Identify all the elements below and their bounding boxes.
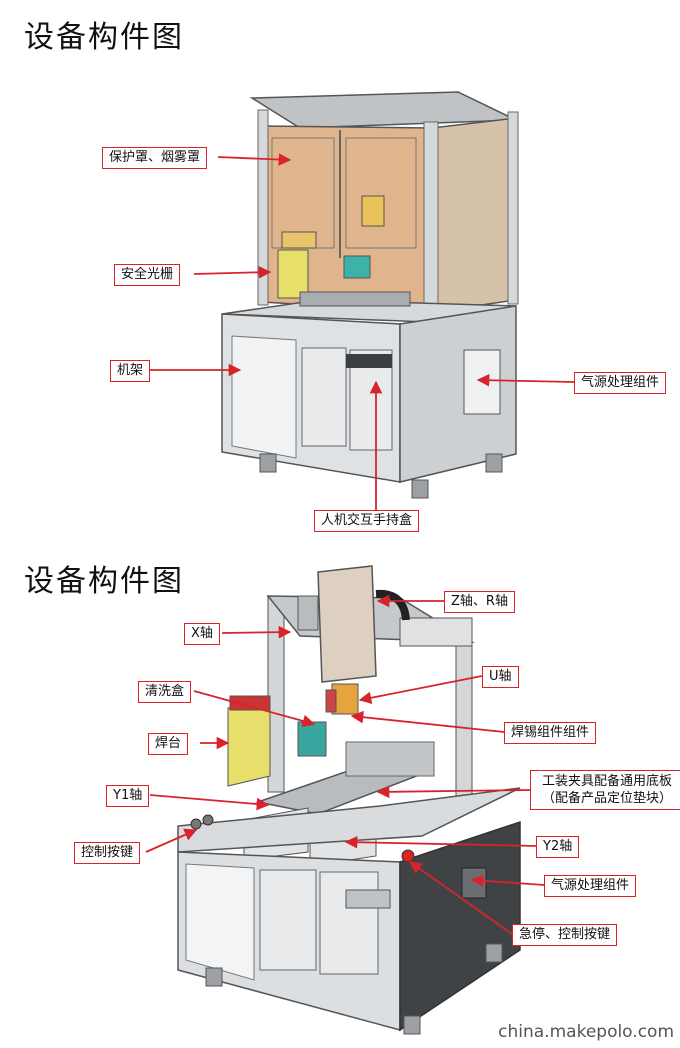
label-zr-axis: Z轴、R轴 [444,591,515,613]
label-estop: 急停、控制按键 [512,924,618,946]
label-frame: 机架 [110,360,151,382]
machine2-illustration [177,565,521,1035]
machine2-callouts [145,594,545,935]
label-fixture-line2: （配备产品定位垫块） [541,791,672,806]
watermark: china.makepolo.com [498,1022,674,1042]
label-light-curtain: 安全光栅 [114,264,181,286]
label-y2-axis: Y2轴 [536,836,580,858]
label-solder-station: 焊台 [148,733,189,755]
label-fixture: 工装夹具配备通用底板 （配备产品定位垫块） [530,770,680,810]
label-solder-assembly: 焊锡组件组件 [504,722,597,744]
label-x-axis: X轴 [184,623,220,645]
label-pendant: 人机交互手持盒 [314,510,420,532]
label-u-axis: U轴 [482,666,519,688]
label-y1-axis: Y1轴 [106,785,150,807]
label-air-source-1: 气源处理组件 [574,372,667,394]
diagram2-title: 设备构件图 [24,564,184,599]
label-air-source-2: 气源处理组件 [544,875,637,897]
diagram1-title: 设备构件图 [24,20,184,55]
machine1-illustration [221,91,519,499]
label-cleaning-box: 清洗盒 [138,681,192,703]
machine1-callouts [150,153,575,510]
label-control-keys: 控制按键 [74,842,141,864]
label-fixture-line1: 工装夹具配备通用底板 [541,774,672,789]
label-cover: 保护罩、烟雾罩 [102,147,208,169]
